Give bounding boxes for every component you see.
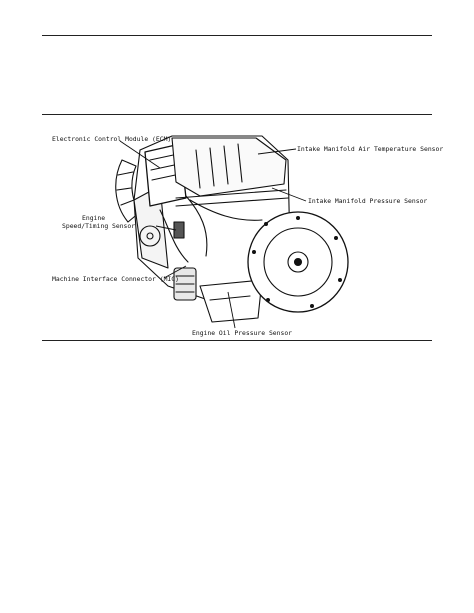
figure-bottom-rule xyxy=(42,340,432,341)
top-rule xyxy=(42,35,432,36)
crank-pulley xyxy=(139,225,161,247)
label-intake-manifold-pressure-sensor: Intake Manifold Pressure Sensor xyxy=(308,197,427,205)
label-machine-interface-connector: Machine Interface Connector (MIC) xyxy=(52,275,179,283)
wiring-harness xyxy=(159,195,263,263)
speed-leader xyxy=(155,225,177,231)
manifold-ribs xyxy=(195,143,243,189)
head-gasket-line xyxy=(175,189,289,207)
ecm-leader xyxy=(119,140,161,169)
figure-top-rule xyxy=(42,114,432,115)
leader-lines xyxy=(119,140,307,329)
label-engine: Engine xyxy=(82,214,105,222)
label-engine-oil-pressure-sensor: Engine Oil Pressure Sensor xyxy=(192,329,292,337)
oil-pan-bolts xyxy=(209,295,251,301)
oil-filter-ribs xyxy=(175,275,195,293)
mic-leader xyxy=(163,265,187,279)
intake-manifold xyxy=(171,137,287,197)
label-ecm: Electronic Control Module (ECM) xyxy=(52,135,171,143)
flywheel xyxy=(263,227,333,297)
flywheel-hub xyxy=(287,251,309,273)
iat-leader xyxy=(257,148,297,155)
flywheel-center xyxy=(293,257,303,267)
imp-leader xyxy=(271,187,307,202)
engine-drawing xyxy=(115,135,349,323)
intake-pipe-ribs xyxy=(116,171,135,206)
oil-leader xyxy=(227,291,236,329)
crank-pulley-hub xyxy=(146,232,154,240)
oil-pan xyxy=(199,279,263,323)
label-speed-timing-sensor: Speed/Timing Sensor xyxy=(62,222,135,230)
flywheel-bolts xyxy=(252,216,342,308)
label-intake-manifold-air-temperature-sensor: Intake Manifold Air Temperature Sensor xyxy=(297,145,443,153)
